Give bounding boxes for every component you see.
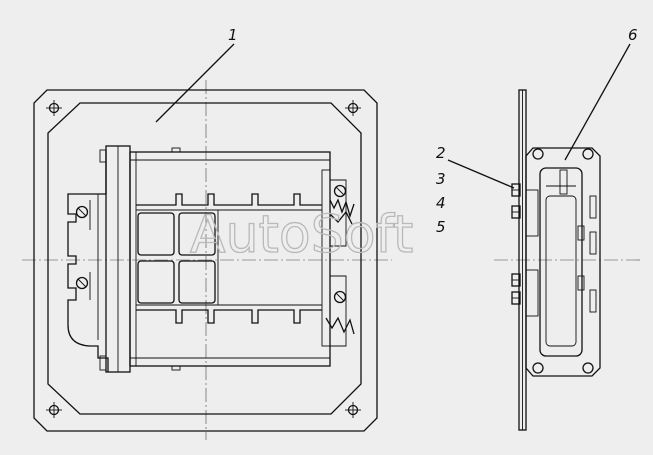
plate-recess [47,102,362,415]
side-capsule [539,167,583,357]
side-screws [511,183,539,317]
module-body [105,145,331,373]
corner-holes [46,100,361,418]
callout-2: 2 [436,144,446,162]
left-connector [67,150,109,372]
leader-6 [564,43,631,161]
mounting-plate [33,89,378,432]
watermark: AutoSoft [190,205,413,265]
right-terminals [325,179,355,347]
cell-grid [136,210,322,306]
left-screws [75,205,89,290]
callout-5: 5 [436,218,446,236]
upper-spring [329,198,355,219]
side-ribs [577,195,597,313]
side-view [494,89,642,431]
front-view [22,80,392,440]
side-housing [525,147,601,377]
top-lug [99,149,107,163]
callout-3: 3 [436,170,446,188]
callout-1: 1 [228,26,238,44]
callouts: 1 2 3 4 5 6 [155,26,638,236]
leader-2 [447,159,515,189]
lower-ribs [136,309,322,324]
callout-4: 4 [436,194,446,212]
left-connector-detail [89,194,99,340]
leader-1 [155,43,235,123]
upper-ribs [136,193,322,211]
lower-spring [325,316,355,335]
callout-6: 6 [628,26,638,44]
